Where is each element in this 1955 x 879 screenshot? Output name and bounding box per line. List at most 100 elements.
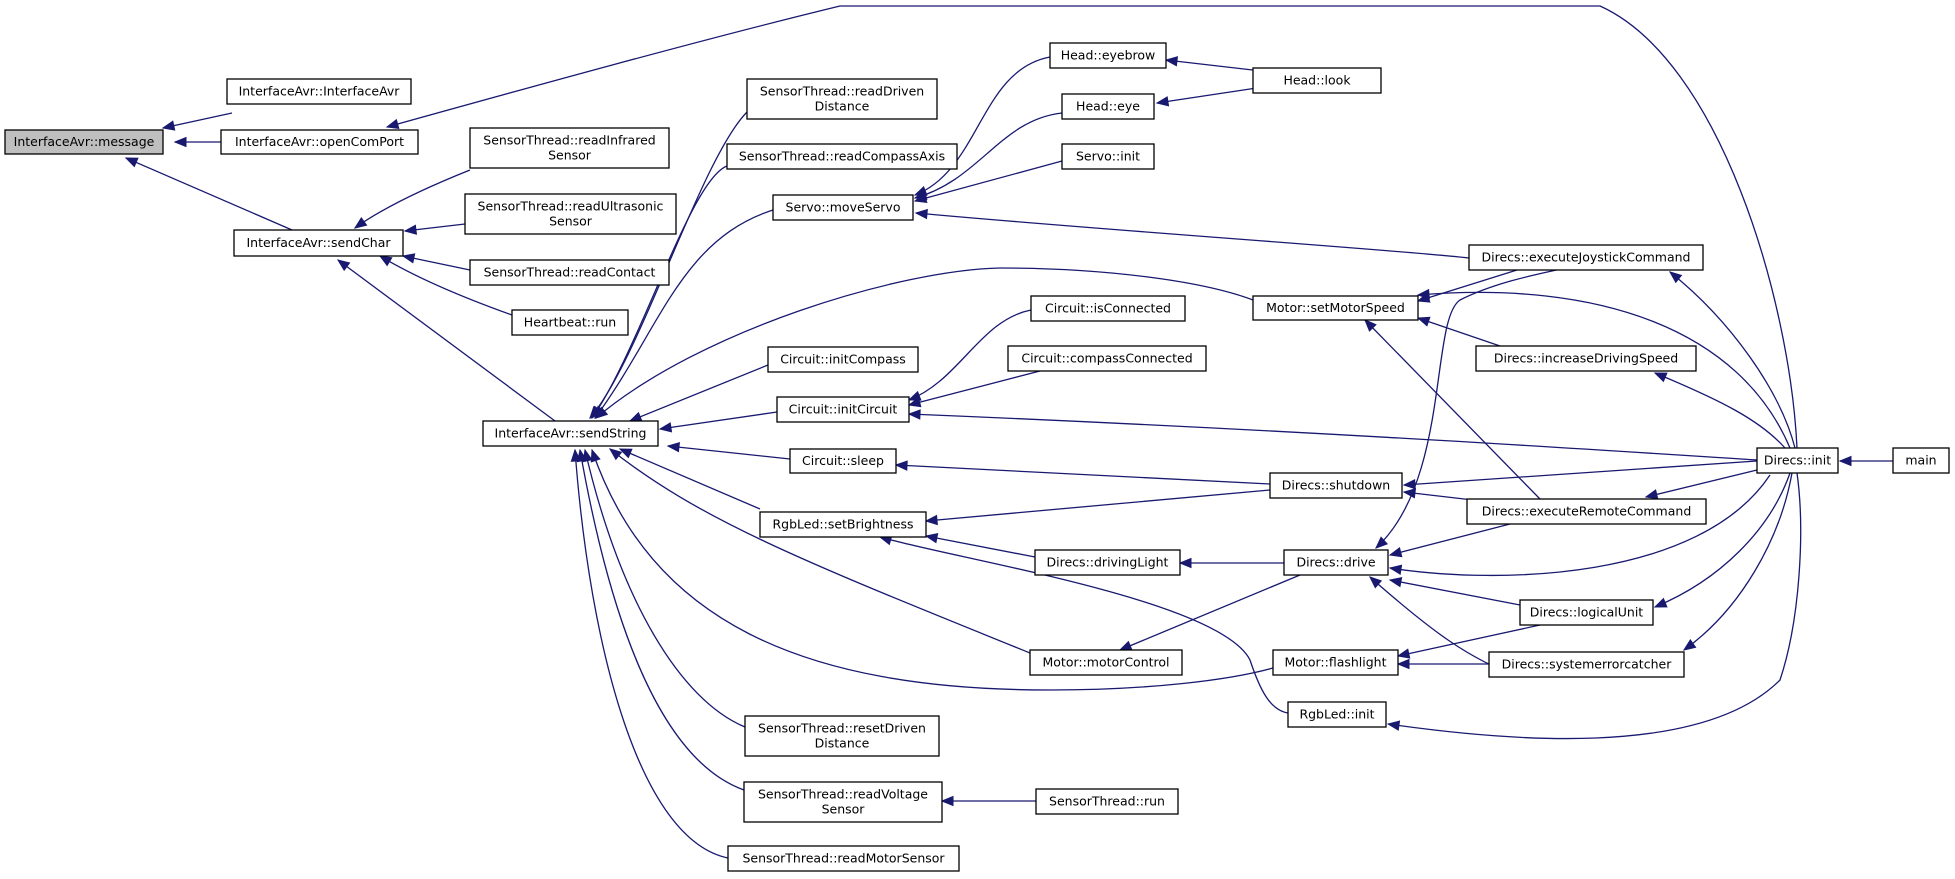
arrowhead-icon bbox=[570, 448, 582, 462]
node-box bbox=[1007, 345, 1207, 372]
node-box bbox=[744, 715, 940, 757]
node-syserr[interactable]: Direcs::systemerrorcatcher bbox=[1488, 651, 1685, 678]
node-sendChar[interactable]: InterfaceAvr::sendChar bbox=[233, 229, 404, 257]
node-execRemote[interactable]: Direcs::executeRemoteCommand bbox=[1466, 498, 1707, 525]
node-hbRun[interactable]: Heartbeat::run bbox=[511, 309, 629, 336]
node-moveServo[interactable]: Servo::moveServo bbox=[772, 194, 914, 221]
node-incSpeed[interactable]: Direcs::increaseDrivingSpeed bbox=[1475, 345, 1697, 372]
arrowhead-icon bbox=[1396, 648, 1411, 659]
arrowhead-icon bbox=[124, 157, 139, 168]
edge-line bbox=[1645, 469, 1758, 498]
arrowhead-icon bbox=[907, 409, 921, 420]
edge-line bbox=[659, 411, 778, 430]
node-look[interactable]: Head::look bbox=[1252, 67, 1382, 94]
arrowhead-icon bbox=[608, 448, 623, 461]
edge-setBrightness-to-shutdown bbox=[924, 489, 1271, 526]
node-stRun[interactable]: SensorThread::run bbox=[1035, 788, 1179, 815]
node-eyebrow[interactable]: Head::eyebrow bbox=[1049, 42, 1167, 69]
node-box bbox=[1061, 143, 1155, 170]
node-sendString[interactable]: InterfaceAvr::sendString bbox=[482, 420, 659, 447]
node-label: Direcs::systemerrorcatcher bbox=[1502, 657, 1673, 672]
node-drivingLight[interactable]: Direcs::drivingLight bbox=[1034, 549, 1181, 576]
node-direcsInit[interactable]: Direcs::init bbox=[1756, 447, 1839, 474]
arrowhead-icon bbox=[1416, 316, 1431, 327]
node-motorControl[interactable]: Motor::motorControl bbox=[1029, 649, 1183, 676]
graph-nodes: InterfaceAvr::message InterfaceAvr::Inter… bbox=[4, 42, 1950, 872]
node-logicalUnit[interactable]: Direcs::logicalUnit bbox=[1519, 599, 1654, 626]
node-label: Motor::flashlight bbox=[1285, 655, 1387, 670]
node-compassConnected[interactable]: Circuit::compassConnected bbox=[1007, 345, 1207, 372]
edge-sendString-to-flashlight bbox=[590, 448, 1274, 691]
arrowhead-icon bbox=[1402, 478, 1416, 490]
edge-line bbox=[915, 212, 1470, 259]
node-box bbox=[233, 229, 404, 257]
node-label: Direcs::drive bbox=[1296, 555, 1375, 570]
edge-line bbox=[629, 364, 769, 422]
node-servoInit[interactable]: Servo::init bbox=[1061, 143, 1155, 170]
arrowhead-icon bbox=[913, 192, 928, 204]
node-readCompassAxis[interactable]: SensorThread::readCompassAxis bbox=[726, 143, 958, 170]
edge-line bbox=[1403, 460, 1758, 486]
edge-line bbox=[1654, 472, 1791, 608]
edge-sendString-to-readMotorSensor bbox=[570, 448, 729, 859]
edge-syserr-to-direcsInit bbox=[1682, 472, 1793, 651]
node-isConnected[interactable]: Circuit::isConnected bbox=[1030, 295, 1186, 322]
node-message[interactable]: InterfaceAvr::message bbox=[4, 129, 164, 155]
node-label: Direcs::executeJoystickCommand bbox=[1482, 250, 1691, 265]
node-openComPort[interactable]: InterfaceAvr::openComPort bbox=[220, 129, 419, 155]
node-label: Servo::init bbox=[1076, 149, 1140, 164]
node-ctor[interactable]: InterfaceAvr::InterfaceAvr bbox=[226, 78, 412, 105]
edge-direcsInit-to-main bbox=[1838, 455, 1893, 467]
arrowhead-icon bbox=[161, 120, 176, 131]
edge-drive-to-execRemote bbox=[1388, 523, 1511, 558]
arrowhead-icon bbox=[628, 411, 643, 422]
node-drive[interactable]: Direcs::drive bbox=[1283, 549, 1389, 576]
edge-moveServo-to-eyebrow bbox=[913, 56, 1051, 196]
arrowhead-icon bbox=[1118, 640, 1133, 651]
edge-openComPort-to-direcsInit bbox=[385, 5, 1798, 449]
node-flashlight[interactable]: Motor::flashlight bbox=[1272, 649, 1399, 676]
edge-line bbox=[1669, 271, 1796, 449]
arrowhead-icon bbox=[924, 514, 938, 526]
node-execJoystick[interactable]: Direcs::executeJoystickCommand bbox=[1468, 244, 1704, 271]
edge-sendChar-to-readContact bbox=[401, 253, 471, 271]
node-initCircuit[interactable]: Circuit::initCircuit bbox=[776, 396, 910, 423]
node-label: Distance bbox=[815, 736, 870, 751]
node-label: SensorThread::readMotorSensor bbox=[742, 851, 945, 866]
edge-moveServo-to-execJoystick bbox=[914, 208, 1470, 259]
node-label: Motor::setMotorSpeed bbox=[1266, 300, 1405, 315]
edge-line bbox=[914, 112, 1063, 199]
node-setMotorSpeed[interactable]: Motor::setMotorSpeed bbox=[1252, 295, 1419, 321]
node-box bbox=[1283, 549, 1389, 576]
edge-sendChar-to-readInfrared bbox=[353, 169, 471, 229]
node-label: Distance bbox=[815, 99, 870, 114]
node-sleep[interactable]: Circuit::sleep bbox=[789, 448, 897, 474]
arrowhead-icon bbox=[1416, 288, 1430, 300]
arrowhead-icon bbox=[173, 136, 187, 148]
node-readContact[interactable]: SensorThread::readContact bbox=[469, 259, 670, 286]
node-initCompass[interactable]: Circuit::initCompass bbox=[767, 346, 919, 373]
arrowhead-icon bbox=[385, 118, 400, 129]
node-label: Circuit::isConnected bbox=[1045, 301, 1171, 316]
node-rgbInit[interactable]: RgbLed::init bbox=[1287, 701, 1387, 728]
edge-moveServo-to-servoInit bbox=[913, 160, 1063, 204]
node-label: Direcs::shutdown bbox=[1282, 478, 1390, 493]
node-readMotorSensor[interactable]: SensorThread::readMotorSensor bbox=[727, 845, 960, 872]
arrowhead-icon bbox=[590, 448, 601, 463]
node-eye[interactable]: Head::eye bbox=[1061, 93, 1155, 120]
node-setBrightness[interactable]: RgbLed::setBrightness bbox=[759, 511, 927, 538]
node-box bbox=[1061, 93, 1155, 120]
node-label: SensorThread::readCompassAxis bbox=[739, 149, 945, 164]
arrowhead-icon bbox=[1386, 720, 1401, 731]
edge-line bbox=[354, 169, 471, 229]
node-shutdown[interactable]: Direcs::shutdown bbox=[1269, 472, 1403, 499]
node-label: InterfaceAvr::InterfaceAvr bbox=[239, 84, 401, 99]
node-label: InterfaceAvr::sendString bbox=[495, 426, 647, 441]
edge-drivingLight-to-drive bbox=[1178, 557, 1284, 569]
node-main[interactable]: main bbox=[1892, 447, 1950, 474]
